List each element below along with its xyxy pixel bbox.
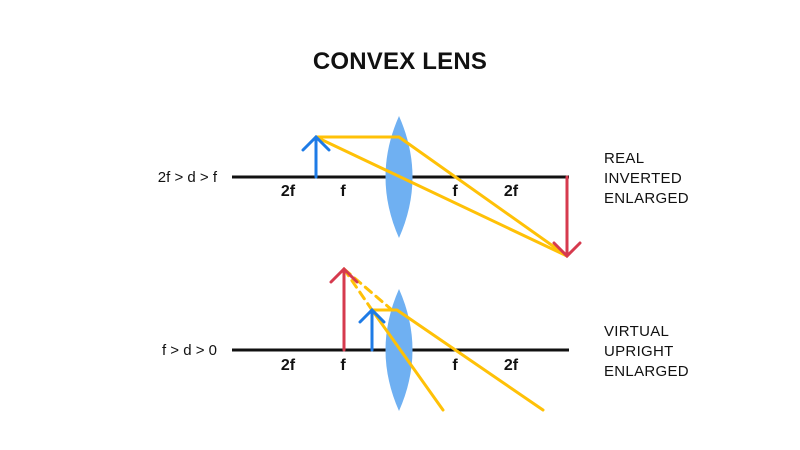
light-rays-2 <box>370 308 545 412</box>
axis-label-2f-right-1: 2f <box>503 183 519 200</box>
axis-label-2f-left-2: 2f <box>280 357 296 374</box>
description-line: ENLARGED <box>604 363 689 380</box>
description-line: UPRIGHT <box>604 343 674 360</box>
light-rays-1 <box>314 135 569 258</box>
description-line: INVERTED <box>604 170 682 187</box>
axis-label-f-left-2: f <box>340 357 346 374</box>
axis-label-f-left-1: f <box>340 183 346 200</box>
axis-label-2f-right-2: 2f <box>503 357 519 374</box>
image-description-2: VIRTUAL UPRIGHT ENLARGED <box>604 322 689 382</box>
image-arrow-2 <box>329 266 359 352</box>
object-arrow-2 <box>358 307 386 352</box>
description-line: REAL <box>604 150 645 167</box>
image-description-1: REAL INVERTED ENLARGED <box>604 149 689 209</box>
condition-label-2: f > d > 0 <box>161 342 217 359</box>
image-arrow-1 <box>552 175 582 259</box>
virtual-rays-2 <box>342 267 394 312</box>
description-line: VIRTUAL <box>604 323 670 340</box>
axis-label-f-right-2: f <box>452 357 458 374</box>
axis-label-f-right-1: f <box>452 183 458 200</box>
page-title: CONVEX LENS <box>312 48 488 75</box>
axis-label-2f-left-1: 2f <box>280 183 296 200</box>
description-line: ENLARGED <box>604 190 689 207</box>
condition-label-1: 2f > d > f <box>157 169 217 186</box>
object-arrow-1 <box>301 134 331 179</box>
